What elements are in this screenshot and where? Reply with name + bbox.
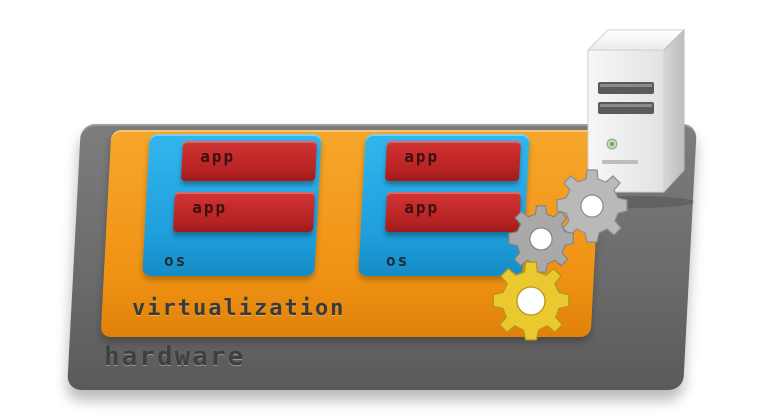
virtualization-label: virtualization <box>132 296 346 321</box>
app-block-left-top: app <box>180 141 318 181</box>
app-label: app <box>192 198 228 217</box>
app-label: app <box>200 147 236 166</box>
gear-icon <box>508 205 574 273</box>
gear-icon <box>492 261 570 341</box>
app-label: app <box>404 198 440 217</box>
hardware-label: hardware <box>104 342 246 372</box>
os-label-right: os <box>386 251 410 270</box>
app-label: app <box>404 147 440 166</box>
gear-icon <box>556 169 628 243</box>
app-block-left-bottom: app <box>172 192 316 232</box>
app-block-right-top: app <box>384 141 522 181</box>
os-label-left: os <box>164 251 188 270</box>
app-block-right-bottom: app <box>384 192 522 232</box>
server-tower-icon <box>578 28 694 208</box>
